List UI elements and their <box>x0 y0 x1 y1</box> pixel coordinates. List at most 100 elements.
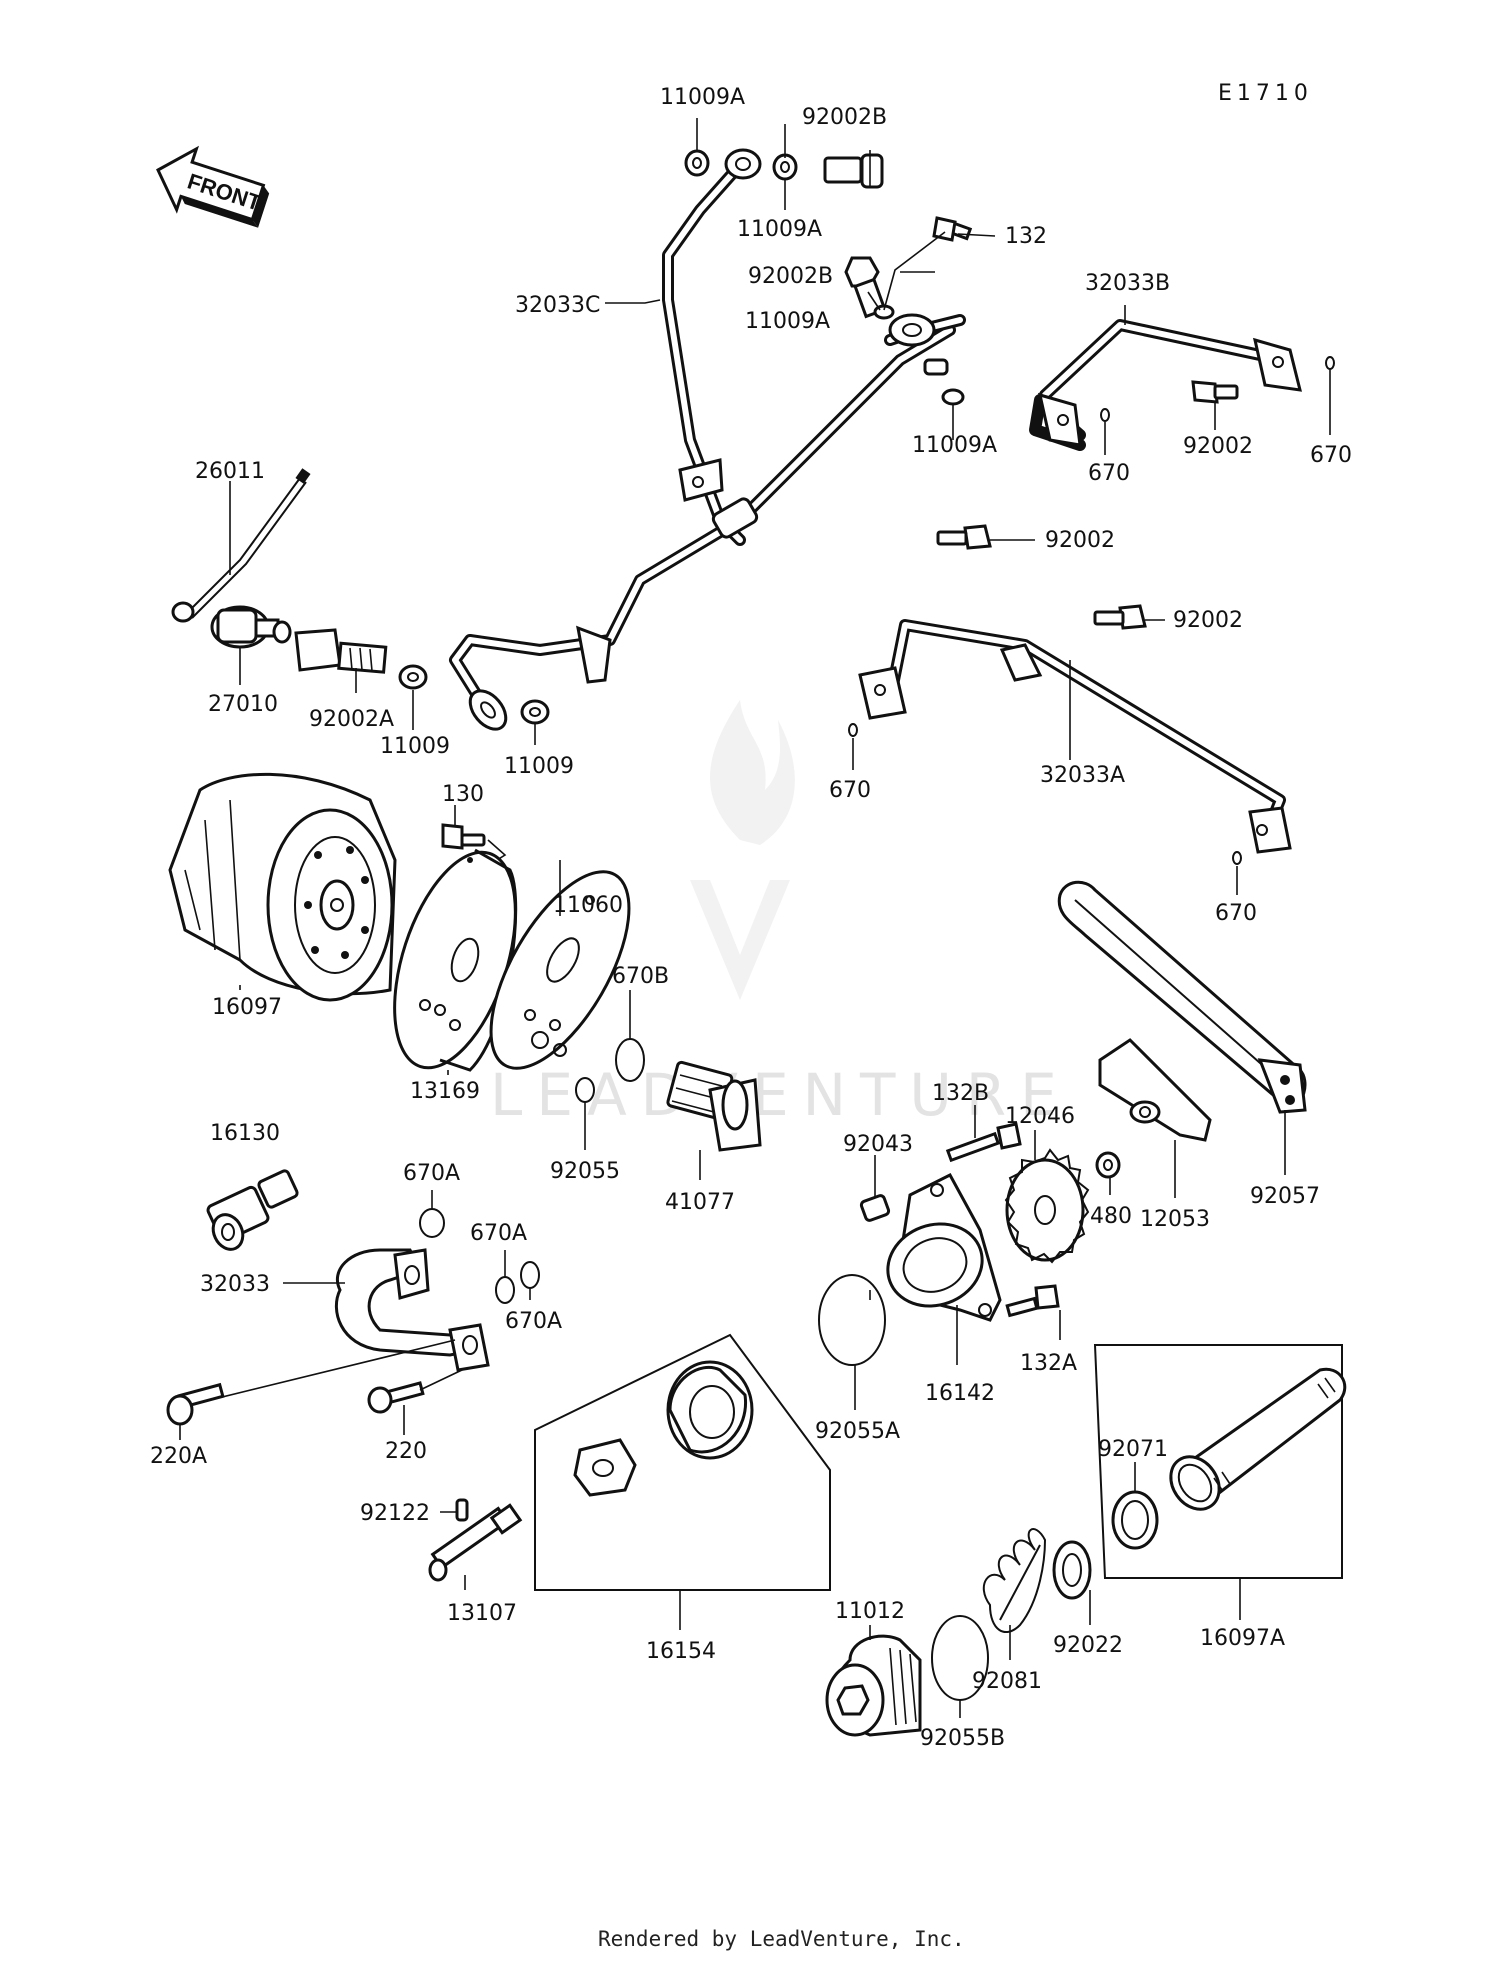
bolt-92002-1 <box>1191 380 1239 404</box>
bolt-92002-3 <box>1093 604 1147 630</box>
pin-92122 <box>455 1498 469 1522</box>
fitting-16130 <box>206 1169 299 1251</box>
part-label: 670 <box>829 778 871 803</box>
plug-11012 <box>825 1634 922 1737</box>
part-label: 92002 <box>1183 434 1253 459</box>
footer-credit: Rendered by LeadVenture, Inc. <box>598 1927 965 1951</box>
part-label: 92055A <box>815 1419 900 1444</box>
part-label: 11009A <box>745 309 830 334</box>
part-label: 11009 <box>380 734 450 759</box>
spring-92081 <box>982 1528 1047 1634</box>
part-label: 92002B <box>748 264 833 289</box>
watermark-logo <box>690 700 795 1000</box>
part-label: 32033C <box>515 293 600 318</box>
part-label: 130 <box>442 782 484 807</box>
o-ring-670A-3 <box>520 1261 540 1289</box>
pump-housing-16142 <box>886 1173 1002 1322</box>
part-label: 16097A <box>1200 1626 1285 1651</box>
o-ring-92055A <box>818 1274 886 1366</box>
part-label: 12053 <box>1140 1207 1210 1232</box>
part-label: 670 <box>1088 461 1130 486</box>
part-label: 11009A <box>912 433 997 458</box>
bolt-220 <box>367 1381 425 1414</box>
washer-92022 <box>1052 1540 1092 1600</box>
part-label: 32033A <box>1040 763 1125 788</box>
part-labels: 11009A 92002B 11009A 132 92002B 11009A 3… <box>150 85 1352 1751</box>
part-label: 32033 <box>200 1272 270 1297</box>
part-label: 92071 <box>1098 1437 1168 1462</box>
front-arrow-icon: FRONT <box>156 145 270 228</box>
washer-480 <box>1095 1151 1121 1179</box>
gasket-11060 <box>489 870 631 1070</box>
oil-pipe-32033A <box>858 619 1292 854</box>
part-label: 670A <box>505 1309 562 1334</box>
o-ring-670A-2 <box>495 1276 515 1304</box>
sprocket-12046 <box>1004 1148 1090 1264</box>
washer-11009-1 <box>398 664 428 690</box>
part-label: 220 <box>385 1439 427 1464</box>
oil-pipe-main <box>449 324 956 731</box>
part-label: 92055B <box>920 1726 1005 1751</box>
part-label: 92002A <box>309 707 394 732</box>
part-label: 11009A <box>660 85 745 110</box>
part-label: 41077 <box>665 1190 735 1215</box>
washer-11009A-1 <box>684 149 710 177</box>
part-label: 27010 <box>208 692 278 717</box>
part-label: 132B <box>932 1081 989 1106</box>
banjo-bolt-92002B-1 <box>823 153 884 189</box>
washer-11009A-2 <box>772 153 798 181</box>
oil-pipe-32033B <box>1029 319 1302 451</box>
rotor-set-16154 <box>534 1333 831 1591</box>
part-label: 32033B <box>1085 271 1170 296</box>
part-label: 16097 <box>212 995 282 1020</box>
part-label: 670A <box>470 1221 527 1246</box>
part-label: 480 <box>1090 1204 1132 1229</box>
part-label: 16130 <box>210 1121 280 1146</box>
part-label: 92002 <box>1045 528 1115 553</box>
part-label: 11012 <box>835 1599 905 1624</box>
part-label: 13107 <box>447 1601 517 1626</box>
washer-11009-2 <box>520 699 550 725</box>
dowel-pin-92043 <box>859 1194 891 1222</box>
oil-pressure-switch-27010 <box>210 605 292 649</box>
part-label: 11009 <box>504 754 574 779</box>
o-ring-670-4 <box>1232 851 1242 865</box>
bolt-132A <box>1005 1284 1060 1318</box>
part-label: 92002B <box>802 105 887 130</box>
washer-11009A-4 <box>941 388 965 406</box>
oil-pipe-32033C <box>662 148 762 546</box>
plug-41077 <box>666 1060 762 1152</box>
part-label: 92055 <box>550 1159 620 1184</box>
part-label: 12046 <box>1005 1104 1075 1129</box>
part-label: 16154 <box>646 1639 716 1664</box>
strainer-16097A <box>1093 1344 1347 1579</box>
sender-wire-26011 <box>171 468 311 623</box>
drive-chain-92057 <box>1057 880 1307 1114</box>
part-label: 670 <box>1215 901 1257 926</box>
part-label: 92057 <box>1250 1184 1320 1209</box>
part-label: 132 <box>1005 224 1047 249</box>
part-label: 132A <box>1020 1351 1077 1376</box>
fitting-92002A <box>294 628 388 674</box>
part-label: 92022 <box>1053 1633 1123 1658</box>
bolt-132B <box>945 1122 1022 1163</box>
part-label: 16142 <box>925 1381 995 1406</box>
part-label: 670A <box>403 1161 460 1186</box>
part-label: 92002 <box>1173 608 1243 633</box>
part-label: 11060 <box>553 893 623 918</box>
diagram-code: E1710 <box>1218 81 1313 106</box>
part-label: 670 <box>1310 443 1352 468</box>
part-label: 92043 <box>843 1132 913 1157</box>
part-label: 11009A <box>737 217 822 242</box>
o-ring-670-3 <box>848 723 858 737</box>
o-ring-670A-1 <box>419 1208 445 1238</box>
o-ring-670-2 <box>1325 356 1335 370</box>
part-label: 92081 <box>972 1669 1042 1694</box>
part-label: 220A <box>150 1444 207 1469</box>
o-ring-670-1 <box>1100 408 1110 422</box>
bolt-220A <box>166 1382 225 1426</box>
part-label: 13169 <box>410 1079 480 1104</box>
pump-shaft-13107 <box>428 1503 523 1582</box>
chain-guide-12053 <box>1098 1038 1212 1142</box>
